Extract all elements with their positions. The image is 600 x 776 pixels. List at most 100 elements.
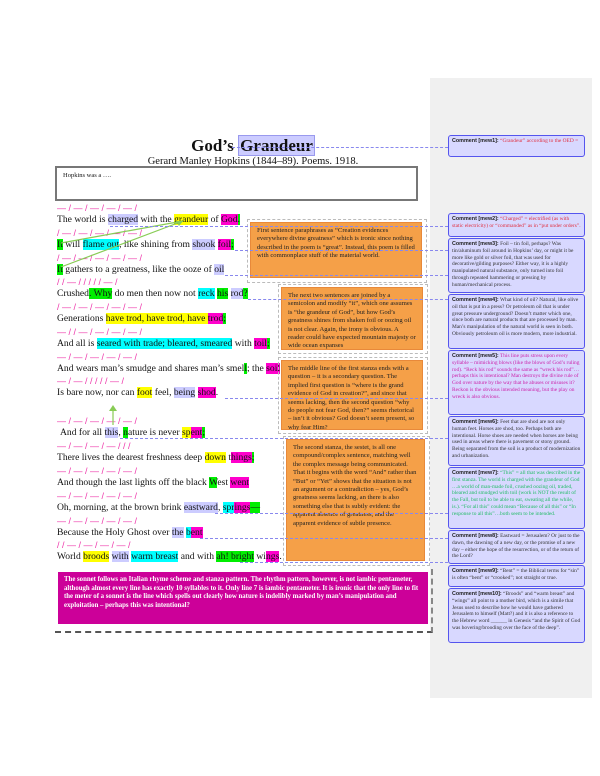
text: est (217, 477, 231, 488)
text: Crushed (57, 288, 89, 299)
comment-label: Comment [mew2]: (452, 216, 499, 222)
text: Is bare now, nor can (57, 387, 137, 398)
poem-line-14: World broods with warm breast and with a… (57, 551, 282, 563)
hl-l[interactable]: l (244, 363, 247, 374)
hl-eastward[interactable]: eastward (183, 502, 218, 513)
title-text: God’s (191, 136, 239, 155)
comment-mew1[interactable]: Comment [mew1]: “Grandeur” according to … (448, 135, 585, 157)
hl-w[interactable]: W (209, 477, 218, 488)
hl-sp[interactable]: sp (182, 427, 191, 438)
hl-n[interactable]: n (123, 427, 128, 438)
hl-shook[interactable]: shook (192, 239, 216, 250)
hl-question[interactable]: ? (243, 288, 248, 299)
comment-mew5[interactable]: Comment [mew5]: This line puts stress up… (448, 350, 585, 415)
title-highlight-grandeur[interactable]: Grandeur (238, 135, 315, 156)
hl-down[interactable]: down (204, 452, 226, 463)
poem-line-13: Because the Holy Ghost over the bent (57, 527, 203, 539)
hl-ings[interactable]: ings (234, 502, 251, 513)
comment-mew6[interactable]: Comment [mew6]: Feet that are shod are n… (448, 416, 585, 466)
hl-ent[interactable]: ent (190, 527, 203, 538)
hl-charged[interactable]: charged (107, 214, 139, 225)
hl-this[interactable]: this (104, 427, 119, 438)
poem-line-2: It will flame out, like shining from sho… (57, 239, 234, 251)
text: gathers to a greatness, like the ooze of (62, 264, 215, 275)
hl-it[interactable]: It (57, 239, 63, 250)
scansion-line-4: / / — / / / / / — / (57, 277, 118, 287)
comment-mew3[interactable]: Comment [mew3]: Foil – tin foil, perhaps… (448, 238, 585, 293)
hl-dash[interactable]: — (250, 502, 261, 513)
text: And wears man’s smudge and shares man’s … (57, 363, 245, 374)
connector-line (225, 275, 448, 276)
arrow-up-icon (109, 405, 117, 425)
hl-shod[interactable]: shod (197, 387, 216, 398)
author-note-box[interactable]: Hopkins was a …. (55, 166, 418, 201)
hl-toil[interactable]: toil (254, 338, 267, 349)
scansion-line-9: — / — / — / — / — / (57, 416, 138, 426)
comment-mew2[interactable]: Comment [mew2]: “Charged” = electrified … (448, 213, 585, 237)
hl-warm-breast[interactable]: warm breast (131, 551, 179, 562)
scansion-line-1: — / — / — / — / — / (57, 203, 138, 213)
hl-god[interactable]: God (220, 214, 238, 225)
scansion-line-10: — / — / — / — / / / (57, 441, 131, 451)
note-wrap-3 (278, 357, 428, 434)
orange-note-3[interactable]: The middle line of the first stanza ends… (281, 360, 423, 431)
comment-mew4[interactable]: Comment [mew4]: What kind of oil? Natura… (448, 294, 585, 349)
hl-ngs[interactable]: ngs (265, 551, 280, 562)
comment-text: This line puts stress upon every syllabl… (452, 353, 580, 400)
hl-semicolon[interactable]: ; (266, 338, 270, 349)
comment-text: “Charged” = electrified (as with static … (452, 216, 581, 229)
text: , (118, 427, 124, 438)
hl-being[interactable]: being (173, 387, 196, 398)
hl-ah-bright[interactable]: ah! bright (216, 551, 254, 562)
comment-mew10[interactable]: Comment [mew10]: “Broods” and “warm brea… (448, 588, 585, 643)
poem-line-8: Is bare now, nor can foot feel, being sh… (57, 387, 218, 399)
hl-soil[interactable]: soil (266, 363, 281, 374)
hl-went[interactable]: went (230, 477, 250, 488)
hl-why[interactable]: Why (93, 288, 113, 299)
text: with (232, 338, 255, 349)
comment-mew8[interactable]: Comment [mew8]: Eastward = Jerusalem? Or… (448, 530, 585, 564)
hl-flame-out[interactable]: flame out (82, 239, 120, 250)
note-text: The second stanza, the sestet, is all on… (293, 444, 417, 527)
hl-grandeur[interactable]: grandeur (174, 214, 209, 225)
hl-seared[interactable]: seared with trade; bleared, smeared (96, 338, 233, 349)
scansion-line-7: — / — / — / — / — / (57, 352, 138, 362)
hl-semicolon[interactable]: ; (223, 313, 226, 324)
hl-oil[interactable]: oil (214, 264, 225, 275)
poem-line-12: Oh, morning, at the brown brink eastward… (57, 502, 261, 514)
hl-foil[interactable]: foil (217, 239, 232, 250)
hl-semicolon[interactable]: ; (231, 239, 234, 250)
connector-line (240, 562, 448, 563)
poem-title: God’s Grandeur (38, 135, 468, 156)
hl-semicolon[interactable]: ; (202, 427, 205, 438)
text: . (279, 551, 282, 562)
hl-trod[interactable]: trod (207, 313, 224, 324)
hl-period[interactable]: . (88, 288, 94, 299)
text: of (208, 214, 221, 225)
orange-note-4[interactable]: The second stanza, the sestet, is all on… (286, 439, 425, 561)
orange-note-2[interactable]: The next two sentences are joined by a s… (281, 287, 423, 350)
hl-the[interactable]: the (171, 527, 184, 538)
comment-mew7[interactable]: Comment [mew7]: “This” = all that was de… (448, 467, 585, 529)
hl-with[interactable]: with (111, 551, 129, 562)
hl-spr[interactable]: spr (222, 502, 235, 513)
hl-broods[interactable]: broods (83, 551, 110, 562)
comment-mew9[interactable]: Comment [mew9]: “Bent” = the Biblical te… (448, 565, 585, 587)
hl-b[interactable]: b (185, 527, 191, 538)
hl-have-trod[interactable]: have trod, have trod, have (105, 313, 208, 324)
hl-semicolon[interactable]: ; (251, 452, 255, 463)
hl-period[interactable]: . (237, 214, 240, 225)
connector-line (200, 538, 448, 539)
comment-text: Feet that are shod are not only human fe… (452, 419, 581, 459)
summary-note[interactable]: The sonnet follows an Italian rhyme sche… (58, 572, 428, 624)
hl-reck[interactable]: reck (198, 288, 215, 299)
hl-foot[interactable]: foot (136, 387, 153, 398)
hl-hings[interactable]: hings (230, 452, 252, 463)
hl-rod[interactable]: rod (230, 288, 244, 299)
comment-text: Foil – tin foil, perhaps? Was tin/alumin… (452, 241, 574, 288)
hl-it[interactable]: It (57, 264, 63, 275)
scansion-line-11: — / — / — / — / — / (57, 466, 138, 476)
text: And though the last lights off the black (57, 477, 210, 488)
hl-his[interactable]: his (217, 288, 229, 299)
hl-ent[interactable]: ent (190, 427, 203, 438)
